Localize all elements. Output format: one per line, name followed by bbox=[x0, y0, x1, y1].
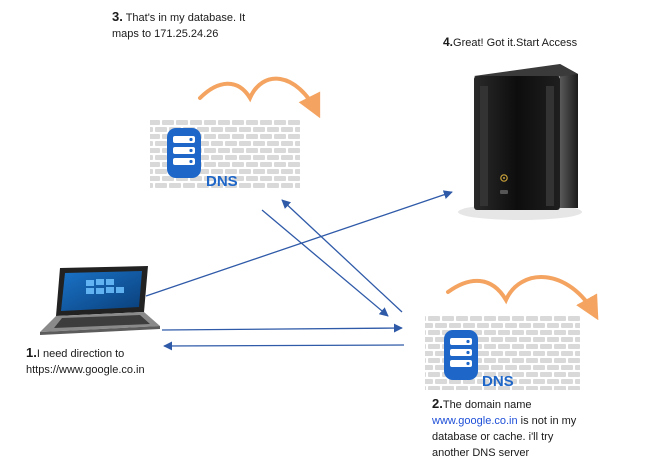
step-2-number: 2. bbox=[432, 396, 443, 411]
arrow-laptop-to-server bbox=[145, 190, 453, 297]
step-1-line1: I need direction to bbox=[36, 348, 125, 360]
step-3-number: 3. bbox=[112, 9, 123, 24]
domain-link[interactable]: www.google.co.in bbox=[432, 415, 518, 427]
arrow-laptop-to-dns bbox=[161, 323, 403, 333]
laptop-icon bbox=[40, 266, 160, 335]
dns-server-top: DNS bbox=[148, 76, 321, 190]
step-3-text: 3. That's in my database. It maps to 171… bbox=[112, 9, 282, 42]
dns-server-icon bbox=[444, 330, 478, 380]
server-tower-icon bbox=[458, 64, 582, 220]
step-2-line2: is not in my bbox=[517, 415, 577, 427]
curved-arrow-icon bbox=[198, 76, 321, 119]
step-2-line4: another DNS server bbox=[432, 447, 530, 459]
dns-server-bottom: DNS bbox=[423, 275, 599, 390]
step-3-line1: That's in my database. It bbox=[122, 12, 246, 24]
step-3-line2: maps to 171.25.24.26 bbox=[112, 28, 219, 40]
step-2-line3: database or cache. i'll try bbox=[432, 431, 554, 443]
step-4-number: 4. bbox=[443, 35, 454, 49]
dns-label: DNS bbox=[482, 373, 514, 390]
curved-arrow-icon bbox=[446, 275, 599, 321]
step-1-number: 1. bbox=[26, 345, 37, 360]
step-2-text: 2.The domain name www.google.co.in is no… bbox=[432, 396, 632, 461]
flow-arrows bbox=[145, 190, 453, 351]
step-4-line1: Great! Got it.Start Access bbox=[453, 37, 578, 49]
step-1-text: 1.I need direction to https://www.google… bbox=[26, 345, 196, 378]
step-4-text: 4.Great! Got it.Start Access bbox=[443, 34, 643, 51]
dns-server-icon bbox=[167, 128, 201, 178]
arrow-dns-to-topdns bbox=[281, 199, 403, 313]
arrow-dns-to-laptop bbox=[163, 341, 405, 351]
dns-label: DNS bbox=[206, 173, 238, 190]
arrow-topdns-to-dns bbox=[261, 209, 389, 317]
step-2-line1: The domain name bbox=[442, 399, 532, 411]
step-1-line2: https://www.google.co.in bbox=[26, 364, 145, 376]
